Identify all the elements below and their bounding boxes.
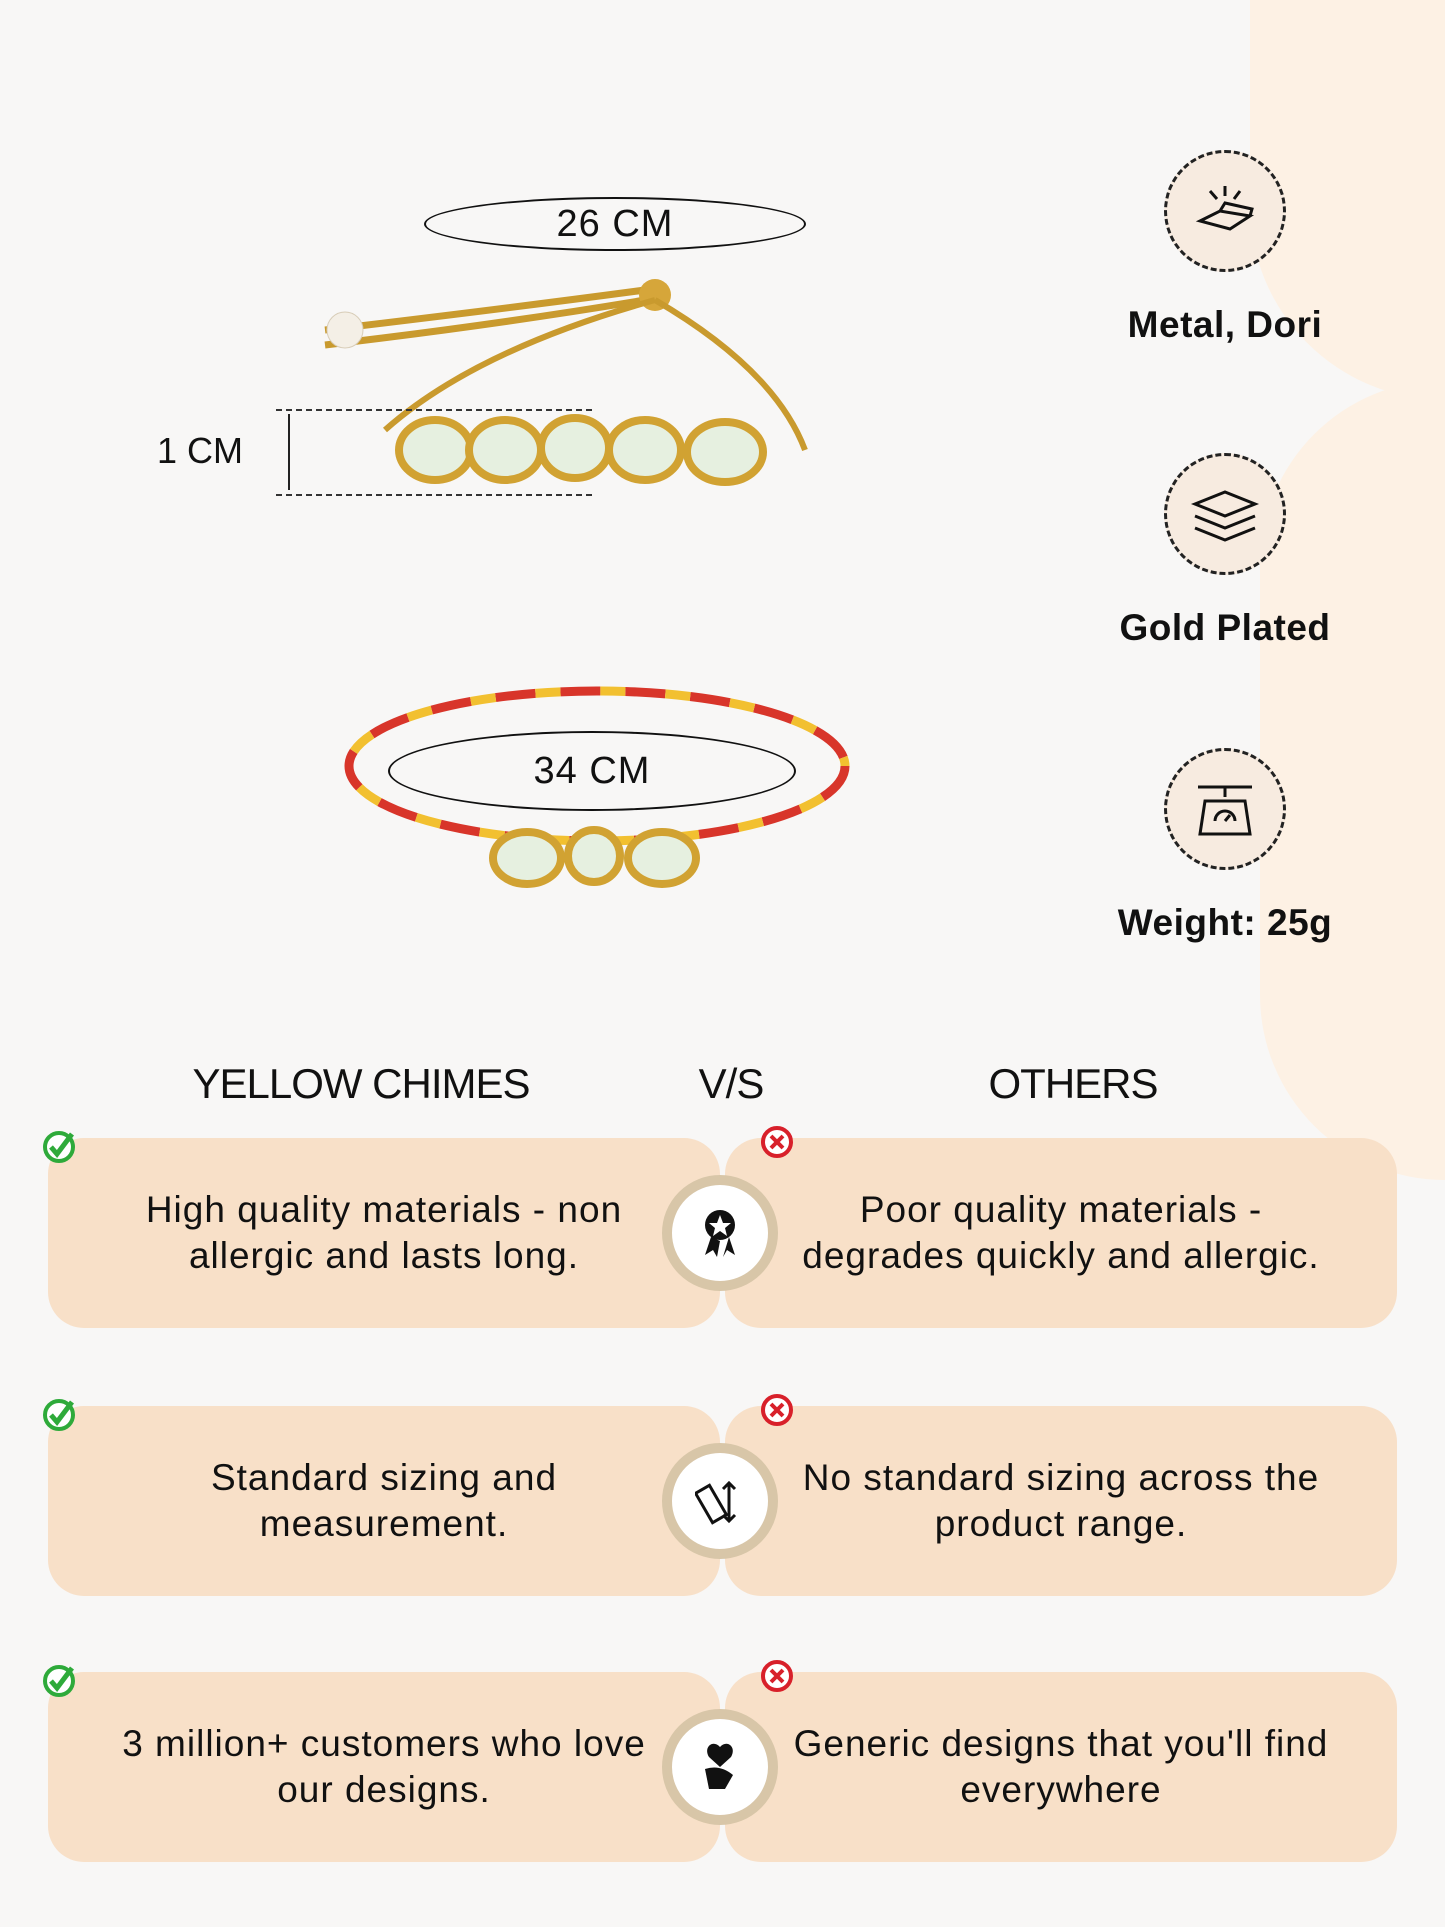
others-drawback-card: No standard sizing across the product ra… bbox=[725, 1406, 1397, 1596]
cross-icon bbox=[761, 1126, 793, 1158]
brand-benefit-card: Standard sizing and measurement. bbox=[48, 1406, 720, 1596]
drawback-text: Generic designs that you'll find everywh… bbox=[793, 1723, 1329, 1810]
feature-label: Gold Plated bbox=[1119, 607, 1331, 648]
others-drawback-card: Generic designs that you'll find everywh… bbox=[725, 1672, 1397, 1862]
check-icon bbox=[43, 1399, 75, 1431]
length-label-bottom: 34 CM bbox=[388, 731, 796, 811]
height-arrow-icon bbox=[288, 414, 290, 490]
benefit-text: Standard sizing and measurement. bbox=[210, 1457, 558, 1544]
gold-bars-icon bbox=[1164, 150, 1286, 272]
heart-hand-icon bbox=[662, 1709, 778, 1825]
award-ribbon-icon bbox=[662, 1175, 778, 1291]
cross-icon bbox=[761, 1394, 793, 1426]
feature-weight: Weight: 25g bbox=[1095, 748, 1355, 944]
ruler-icon bbox=[662, 1443, 778, 1559]
brand-column-title: YELLOW CHIMES bbox=[192, 1060, 530, 1107]
versus-label: V/S bbox=[698, 1060, 765, 1107]
benefit-text: 3 million+ customers who love our design… bbox=[122, 1723, 646, 1810]
check-icon bbox=[43, 1665, 75, 1697]
brand-benefit-card: 3 million+ customers who love our design… bbox=[48, 1672, 720, 1862]
height-label: 1 CM bbox=[157, 430, 244, 471]
feature-label: Metal, Dori bbox=[1127, 304, 1323, 345]
drawback-text: Poor quality materials - degrades quickl… bbox=[802, 1189, 1320, 1276]
feature-label: Weight: 25g bbox=[1117, 902, 1333, 943]
feature-plating: Gold Plated bbox=[1095, 453, 1355, 649]
gold-bracelet-image bbox=[324, 279, 808, 486]
drawback-text: No standard sizing across the product ra… bbox=[802, 1457, 1320, 1544]
dimension-line bbox=[276, 494, 592, 496]
length-label-top: 26 CM bbox=[424, 197, 806, 251]
brand-benefit-card: High quality materials - non allergic an… bbox=[48, 1138, 720, 1328]
benefit-text: High quality materials - non allergic an… bbox=[145, 1189, 623, 1276]
feature-material: Metal, Dori bbox=[1095, 150, 1355, 346]
background-shape bbox=[1260, 380, 1445, 1180]
others-column-title: OTHERS bbox=[988, 1060, 1158, 1107]
dori-bracelet-image bbox=[344, 686, 850, 888]
cross-icon bbox=[761, 1660, 793, 1692]
others-drawback-card: Poor quality materials - degrades quickl… bbox=[725, 1138, 1397, 1328]
layers-icon bbox=[1164, 453, 1286, 575]
scale-icon bbox=[1164, 748, 1286, 870]
check-icon bbox=[43, 1131, 75, 1163]
dimension-line bbox=[276, 409, 592, 411]
